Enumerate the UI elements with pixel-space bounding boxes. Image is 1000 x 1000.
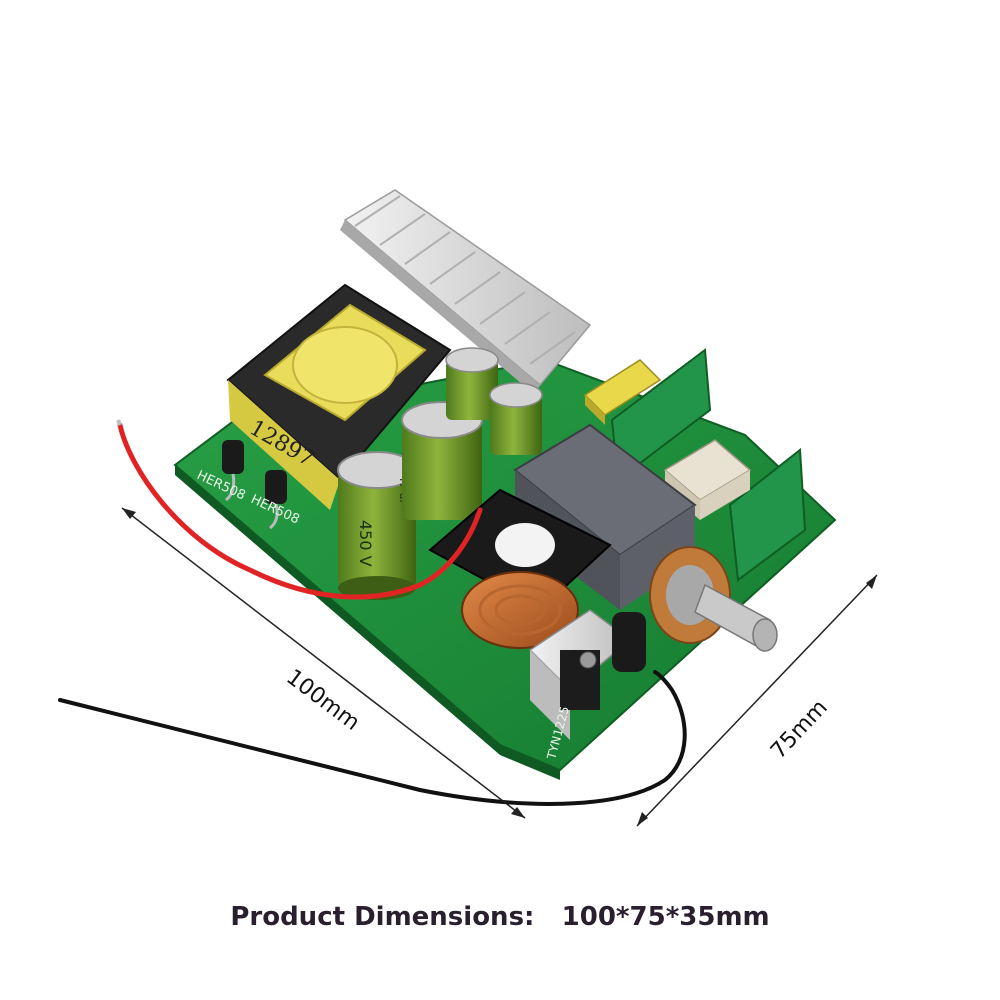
diode-right: [265, 470, 287, 530]
connector-block: [663, 439, 752, 520]
triac-heatsink: [528, 609, 632, 740]
dimension-length: [121, 507, 526, 819]
fuse: [583, 359, 662, 425]
dimension-length-label: 100mm: [281, 665, 364, 736]
dimension-width: [636, 574, 878, 827]
capacitor-voltage: 450 V: [356, 520, 375, 567]
inductor: [612, 612, 646, 672]
diode-left: [222, 440, 244, 502]
capacitor-small-1: [445, 347, 499, 420]
caption-label: Product Dimensions:: [230, 902, 535, 932]
caption-value: 100*75*35mm: [561, 902, 770, 932]
dimension-width-label: 75mm: [766, 695, 833, 764]
red-wire: [117, 422, 483, 600]
capacitor-small-2: [489, 382, 543, 455]
red-wire-tip: [116, 419, 122, 426]
black-wire: [58, 670, 687, 806]
potentiometer: [649, 546, 778, 652]
product-dimensions-caption: Product Dimensions: 100*75*35mm: [0, 902, 1000, 932]
daughter-board-right: [728, 448, 807, 582]
caption-spacer: [544, 902, 553, 932]
